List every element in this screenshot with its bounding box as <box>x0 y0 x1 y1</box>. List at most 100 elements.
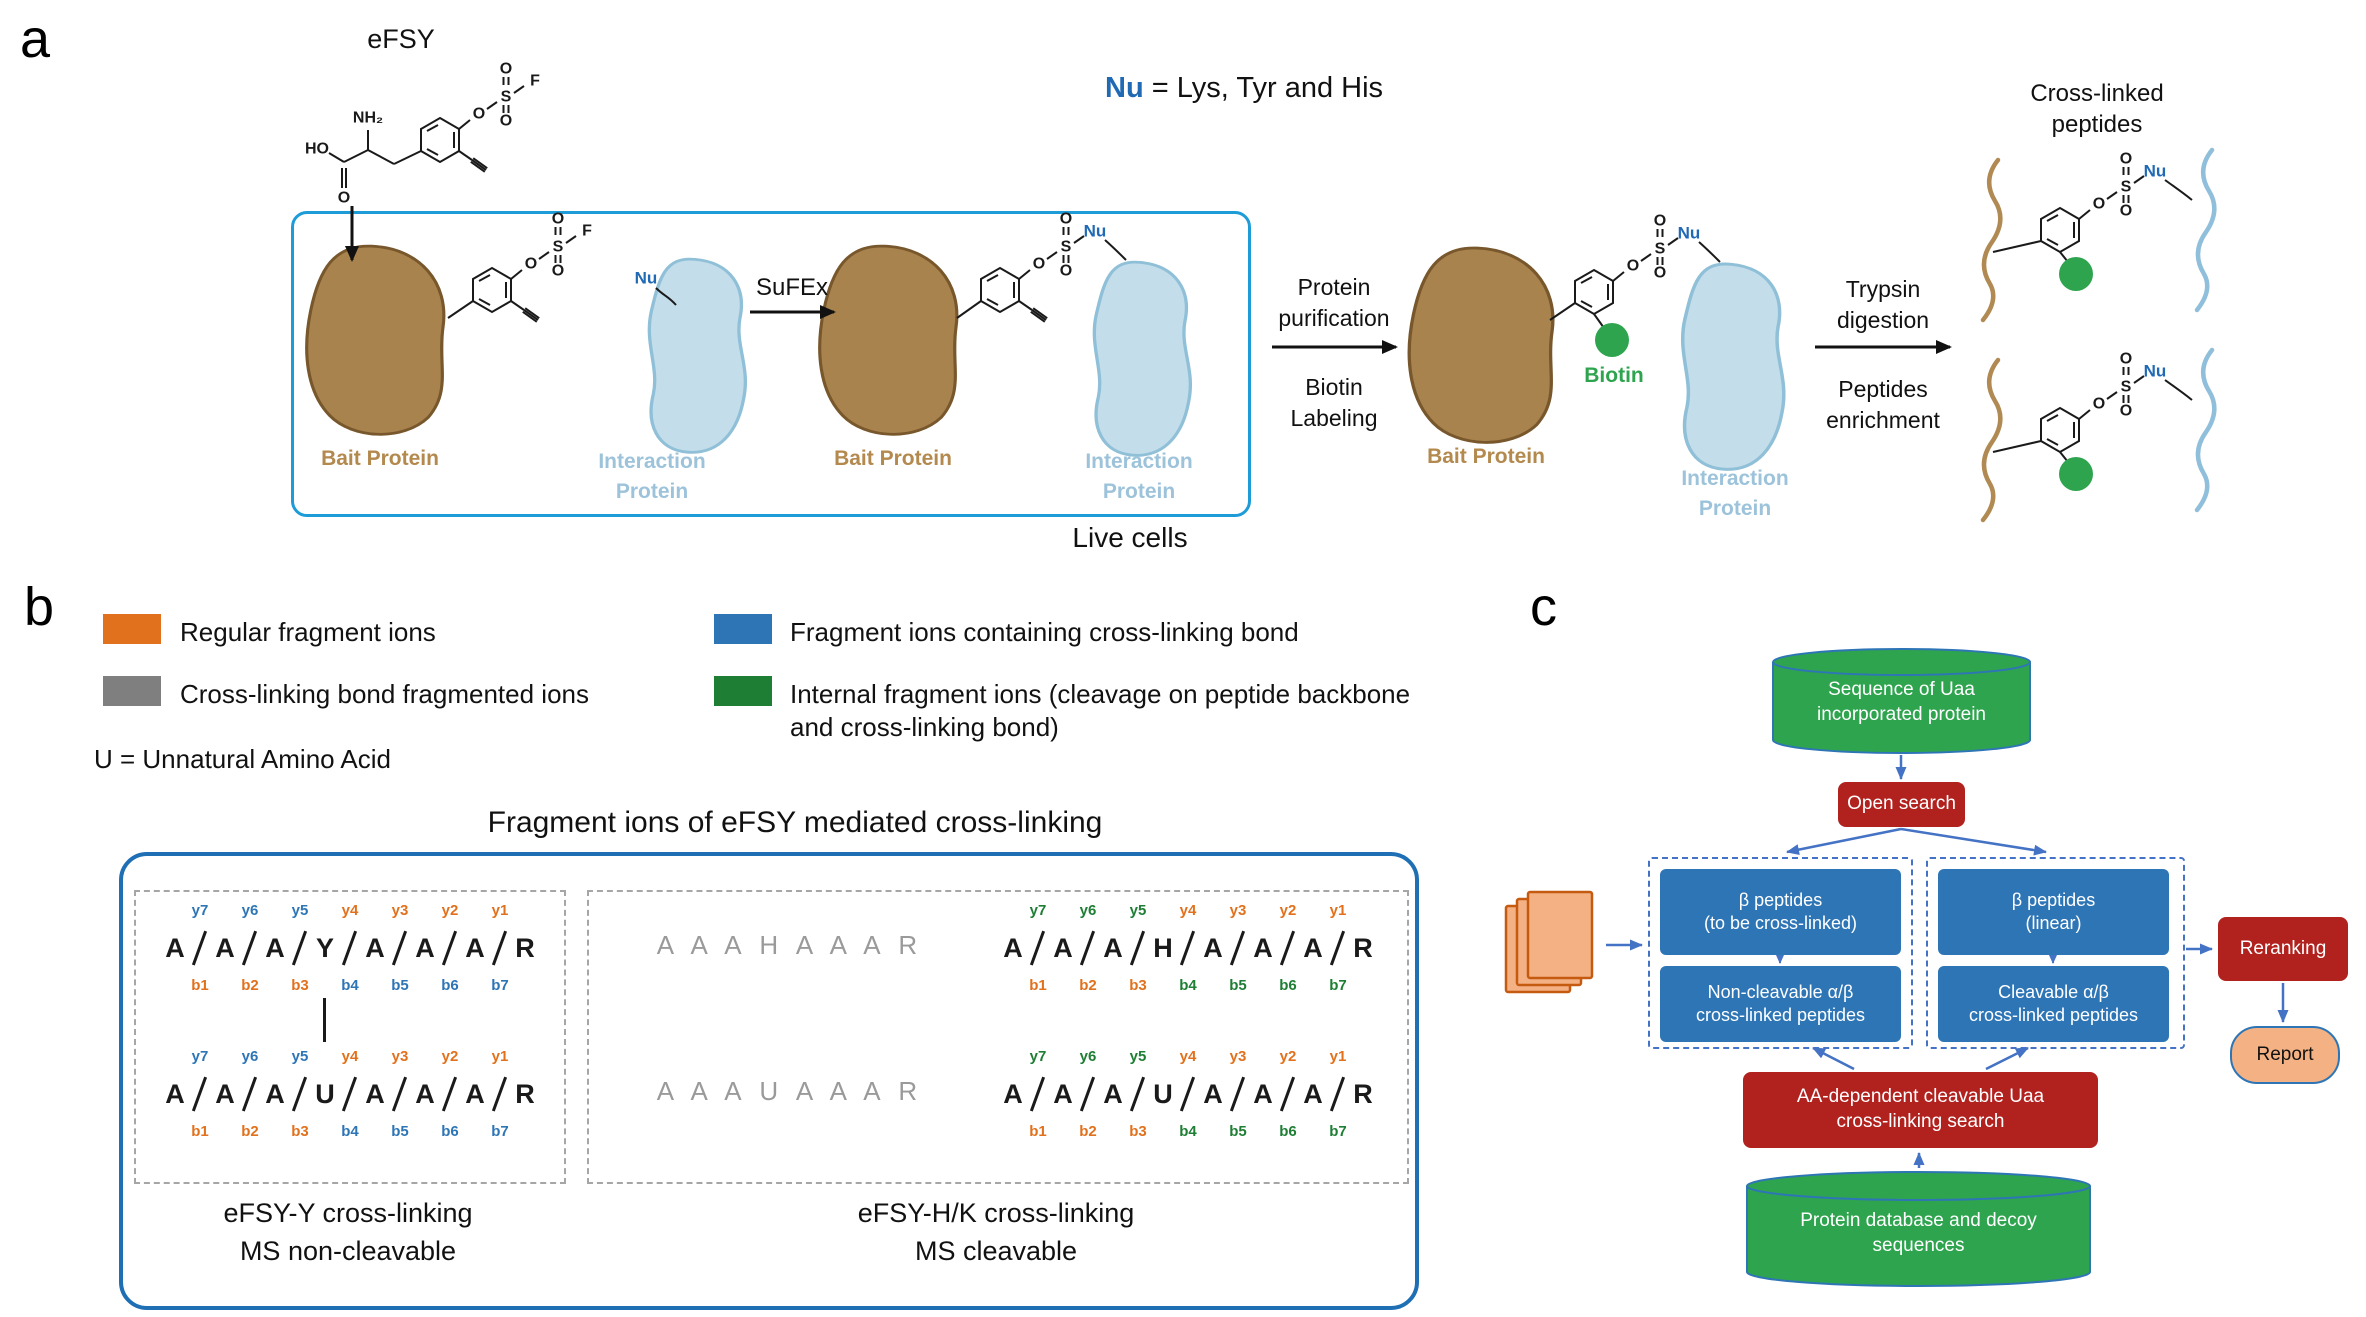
trypsin-digestion-caption: Trypsin digestion <box>1815 274 1951 336</box>
cleavable-caption-line1: eFSY-H/K cross-linking <box>857 1198 1135 1228</box>
y-ion-label: y4 <box>341 1048 359 1065</box>
live-cells-label: Live cells <box>1072 522 1188 553</box>
cleavage-slash <box>1079 930 1095 966</box>
y-ion-label: y1 <box>1329 1048 1347 1065</box>
legend-regular-fragment-ions: Regular fragment ions <box>180 617 436 647</box>
b-ion-label: b5 <box>391 1123 409 1140</box>
b-ion-label: b5 <box>1229 977 1247 994</box>
cleavage-slash <box>1129 1076 1145 1112</box>
gray-fragmented-sequence-bottom: A A A U A A A R <box>656 1076 924 1106</box>
residue: A <box>165 1078 185 1109</box>
caption-line: digestion <box>1836 307 1930 334</box>
residue: R <box>515 932 535 963</box>
y-ion-label: y3 <box>1229 902 1247 919</box>
y-ion-label: y3 <box>391 902 409 919</box>
open-search-node: Open search <box>1838 782 1965 827</box>
protein-decoy-database: Protein database and decoy sequences <box>1762 1196 2075 1272</box>
y-ion-label: y5 <box>1129 1048 1147 1065</box>
caption-line: enrichment <box>1826 407 1940 434</box>
residue: A <box>1103 1078 1123 1109</box>
peptides-enrichment-caption: Peptides enrichment <box>1815 374 1951 436</box>
node-label: Report <box>2256 1043 2314 1065</box>
residue: A <box>215 1078 235 1109</box>
caption-line: Protein <box>1297 274 1371 300</box>
reranking-node: Reranking <box>2218 917 2348 981</box>
node-line: (linear) <box>2025 913 2082 933</box>
live-cells-box <box>291 211 1251 517</box>
residue: A <box>1053 932 1073 963</box>
cleavage-slash <box>1279 1076 1295 1112</box>
cleavage-slash <box>341 1076 357 1112</box>
interaction-protein-blob <box>1680 262 1786 472</box>
db-line: Protein database and decoy <box>1800 1210 2037 1232</box>
b-ion-label: b7 <box>1329 977 1347 994</box>
efsy-structure <box>328 130 422 188</box>
cleavage-slash <box>191 1076 207 1112</box>
cleavable-crosslinked-peptides-node: Cleavable α/β cross-linked peptides <box>1938 966 2169 1042</box>
sufex-label: SuFEx <box>755 274 829 301</box>
interaction-line2: Protein <box>615 480 689 504</box>
legend-internal-fragment-ions: Internal fragment ions (cleavage on pept… <box>790 679 1411 743</box>
b-ion-label: b6 <box>1279 1123 1297 1140</box>
uaa-sequence-database: Sequence of Uaa incorporated protein <box>1788 664 2015 742</box>
legend-fragment-ions-with-crosslink: Fragment ions containing cross-linking b… <box>790 617 1299 647</box>
y-ion-label: y4 <box>341 902 359 919</box>
report-node: Report <box>2230 1026 2340 1084</box>
y-ion-label: y1 <box>491 902 509 919</box>
cleavage-slash <box>191 930 207 966</box>
residue: A <box>1203 932 1223 963</box>
interaction-line1: Interaction <box>598 450 706 473</box>
unnatural-amino-acid-note: U = Unnatural Amino Acid <box>94 744 391 774</box>
residue: U <box>315 1078 335 1109</box>
b-ion-label: b4 <box>1179 1123 1197 1140</box>
cleavage-slash <box>441 930 457 966</box>
cleavage-slash <box>1329 1076 1345 1112</box>
cleavage-slash <box>1179 930 1195 966</box>
residue: A <box>1053 1078 1073 1109</box>
residue: A <box>465 932 485 963</box>
residue: R <box>515 1078 535 1109</box>
cleavage-slash <box>441 1076 457 1112</box>
y-ion-label: y7 <box>1029 902 1047 919</box>
db-line: Sequence of Uaa <box>1828 679 1975 701</box>
b-ion-label: b2 <box>1079 977 1097 994</box>
residue: A <box>415 1078 435 1109</box>
caption-line: Labeling <box>1290 405 1378 432</box>
legend-crosslink-bond-fragmented: Cross-linking bond fragmented ions <box>180 679 589 709</box>
b-ion-label: b1 <box>1029 1123 1047 1140</box>
cleavable-caption-line2: MS cleavable <box>914 1236 1078 1266</box>
cross-link-bond-line <box>323 998 326 1042</box>
bait-protein-label: Bait Protein <box>834 447 952 470</box>
y-ion-label: y3 <box>1229 1048 1247 1065</box>
residue: R <box>1353 932 1373 963</box>
panel-b-label: b <box>24 577 55 637</box>
y-ion-label: y7 <box>191 902 209 919</box>
cleavage-slash <box>391 1076 407 1112</box>
beta-peptide-wavy-line <box>2194 147 2217 313</box>
beta-peptide-wavy-line <box>2194 347 2217 513</box>
cleavage-site: y3 b5 <box>1226 898 1250 998</box>
residue: A <box>1103 932 1123 963</box>
y-ion-label: y2 <box>441 902 459 919</box>
cleavable-dashed-box <box>587 890 1409 1184</box>
y-ion-label: y4 <box>1179 902 1197 919</box>
nu-definition-rest: = Lys, Tyr and His <box>1143 72 1384 104</box>
y-ion-label: y1 <box>491 1048 509 1065</box>
nu-squiggle <box>1698 241 1721 263</box>
caption-line: peptides <box>2051 111 2143 139</box>
noncleavable-caption-line1: eFSY-Y cross-linking <box>223 1198 473 1228</box>
residue: A <box>165 932 185 963</box>
y-ion-label: y6 <box>241 1048 259 1065</box>
cleavage-slash <box>1029 930 1045 966</box>
interaction-protein-label: Interaction Protein <box>1647 464 1823 525</box>
